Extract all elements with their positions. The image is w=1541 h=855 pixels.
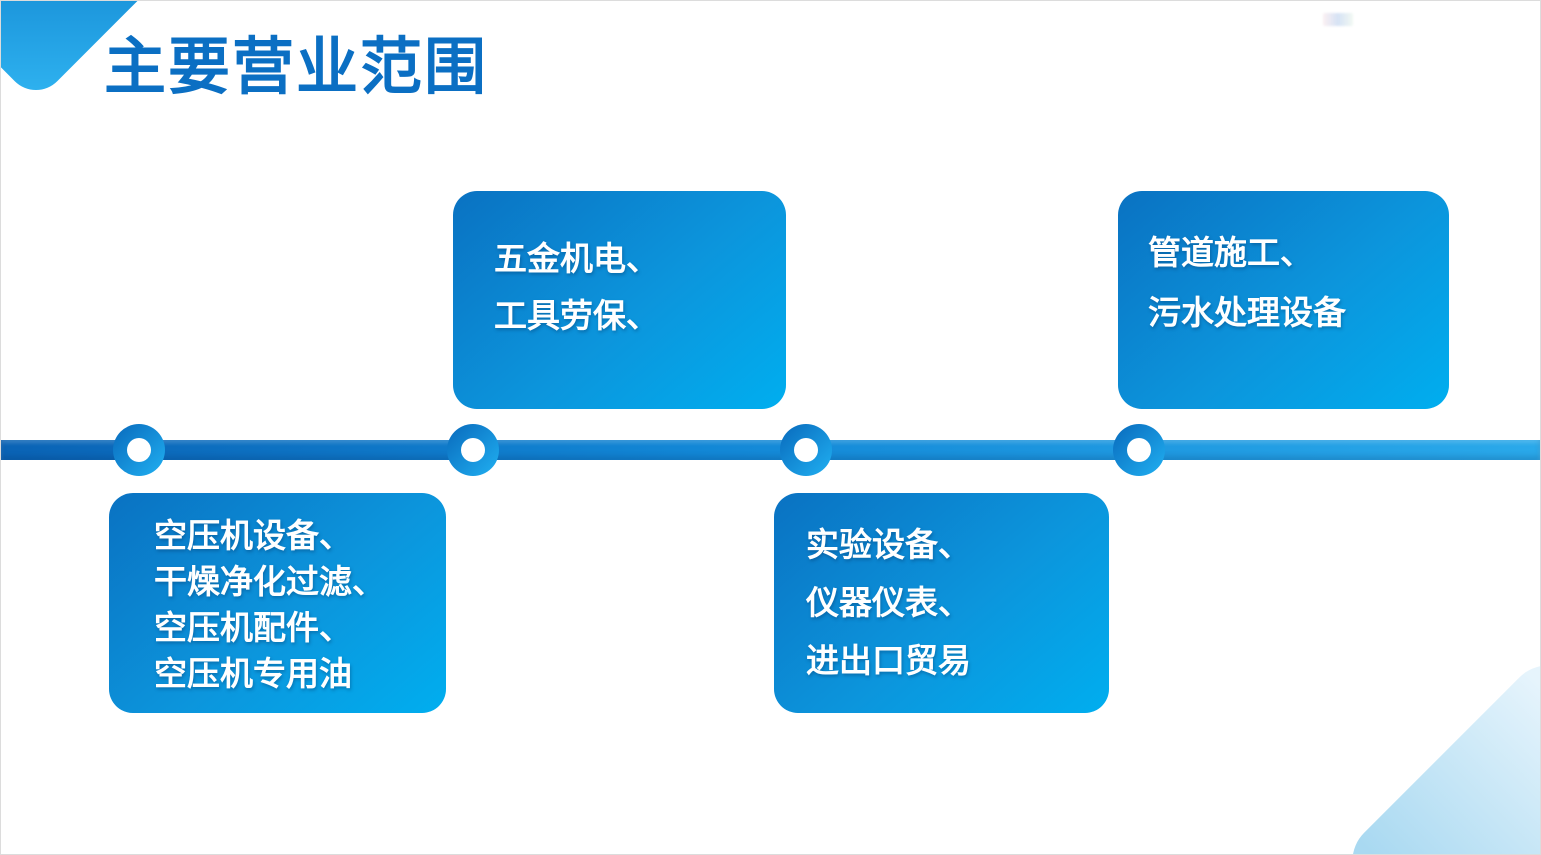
business-card-lab-equipment: 实验设备、 仪器仪表、 进出口贸易	[774, 493, 1109, 713]
business-card-compressor: 空压机设备、 干燥净化过滤、 空压机配件、 空压机专用油	[109, 493, 446, 713]
slide-title: 主要营业范围	[104, 33, 489, 102]
card-line: 管道施工、	[1148, 234, 1313, 271]
corner-decoration-bottom-right	[1335, 648, 1540, 854]
card-line: 空压机设备、	[154, 517, 352, 554]
business-card-pipeline: 管道施工、 污水处理设备	[1118, 191, 1449, 409]
card-line: 仪器仪表、	[806, 584, 971, 621]
timeline-node-3	[780, 424, 832, 476]
timeline-node-1	[113, 424, 165, 476]
card-line: 进出口贸易	[806, 642, 971, 679]
timeline-node-2	[447, 424, 499, 476]
card-line: 工具劳保、	[494, 297, 659, 334]
business-card-hardware: 五金机电、 工具劳保、	[453, 191, 786, 409]
timeline-node-2-dot	[461, 438, 485, 462]
watermark-speck	[1323, 13, 1353, 26]
timeline-node-4-dot	[1127, 438, 1151, 462]
timeline-node-3-dot	[794, 438, 818, 462]
timeline-node-1-dot	[127, 438, 151, 462]
card-line: 干燥净化过滤、	[154, 563, 385, 600]
timeline-bar	[1, 440, 1540, 460]
timeline-node-4	[1113, 424, 1165, 476]
card-line: 污水处理设备	[1148, 294, 1346, 331]
card-line: 实验设备、	[806, 526, 971, 563]
card-line: 空压机专用油	[154, 655, 352, 692]
card-line: 五金机电、	[494, 240, 659, 277]
card-line: 空压机配件、	[154, 609, 352, 646]
